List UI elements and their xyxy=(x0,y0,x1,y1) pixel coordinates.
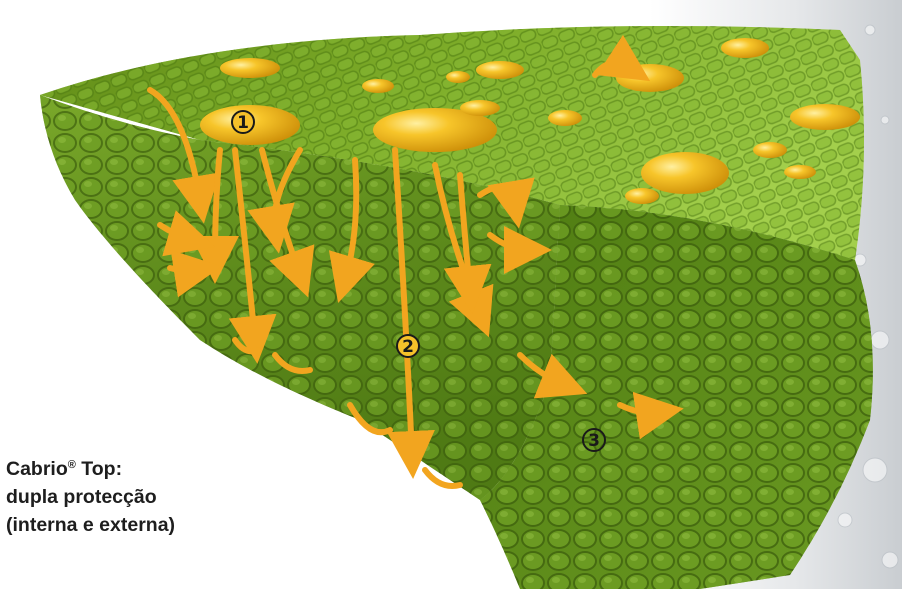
registered-mark: ® xyxy=(68,459,76,471)
marker-2-label: 2 xyxy=(402,337,414,357)
brand-name: Cabrio xyxy=(6,458,68,480)
marker-3-label: 3 xyxy=(588,431,600,451)
caption-line-2: dupla protecção xyxy=(6,483,175,511)
product-caption: Cabrio® Top: dupla protecção (interna e … xyxy=(6,451,175,539)
marker-1-label: 1 xyxy=(237,113,249,133)
caption-line-3: (interna e externa) xyxy=(6,511,175,539)
brand-suffix: Top: xyxy=(76,458,122,480)
marker-2: 2 xyxy=(397,335,419,357)
caption-line-1: Cabrio® Top: xyxy=(6,451,175,483)
marker-1: 1 xyxy=(232,111,254,133)
